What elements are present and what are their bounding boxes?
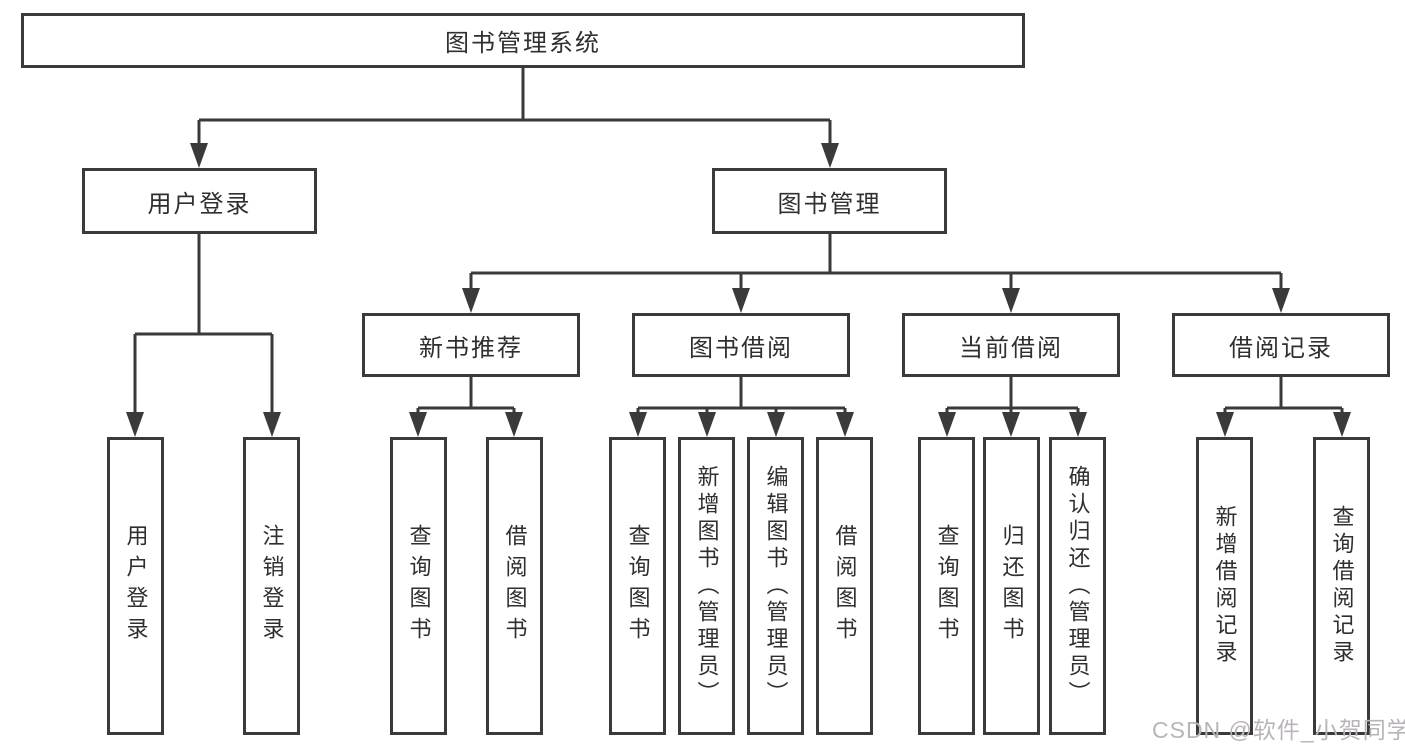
node-book-management: 图书管理 xyxy=(712,168,947,234)
leaf-query-books-cb: 查询图书 xyxy=(918,437,975,735)
node-new-book-recommendation: 新书推荐 xyxy=(362,313,580,377)
leaf-logout: 注销登录 xyxy=(243,437,300,735)
csdn-watermark: CSDN @软件_小贺同学 xyxy=(1152,717,1405,743)
leaf-add-books-admin: 新增图书（管理员） xyxy=(678,437,735,735)
leaf-query-borrow-record: 查询借阅记录 xyxy=(1313,437,1370,735)
edge-new-book-rec xyxy=(416,377,516,414)
edge-user-login-group xyxy=(133,233,274,414)
leaf-edit-books-admin: 编辑图书（管理员） xyxy=(747,437,804,735)
leaf-query-books-rec: 查询图书 xyxy=(390,437,447,735)
leaf-return-books: 归还图书 xyxy=(983,437,1040,735)
node-current-borrowing: 当前借阅 xyxy=(902,313,1120,377)
node-user-login-group: 用户登录 xyxy=(82,168,317,234)
edge-current-borrow xyxy=(945,377,1080,414)
node-system-root: 图书管理系统 xyxy=(21,13,1025,68)
leaf-borrow-books-bb: 借阅图书 xyxy=(816,437,873,735)
leaf-add-borrow-record: 新增借阅记录 xyxy=(1196,437,1253,735)
edge-borrow-records xyxy=(1223,377,1344,414)
leaf-confirm-return-admin: 确认归还（管理员） xyxy=(1049,437,1106,735)
node-borrowing-records: 借阅记录 xyxy=(1172,313,1390,377)
node-book-borrowing: 图书借阅 xyxy=(632,313,850,377)
leaf-borrow-books-rec: 借阅图书 xyxy=(486,437,543,735)
leaf-query-books-bb: 查询图书 xyxy=(609,437,666,735)
edge-root-trunk xyxy=(197,68,832,145)
leaf-user-login: 用户登录 xyxy=(107,437,164,735)
edge-book-borrow xyxy=(636,377,847,414)
edge-book-mgmt-trunk xyxy=(469,234,1283,290)
